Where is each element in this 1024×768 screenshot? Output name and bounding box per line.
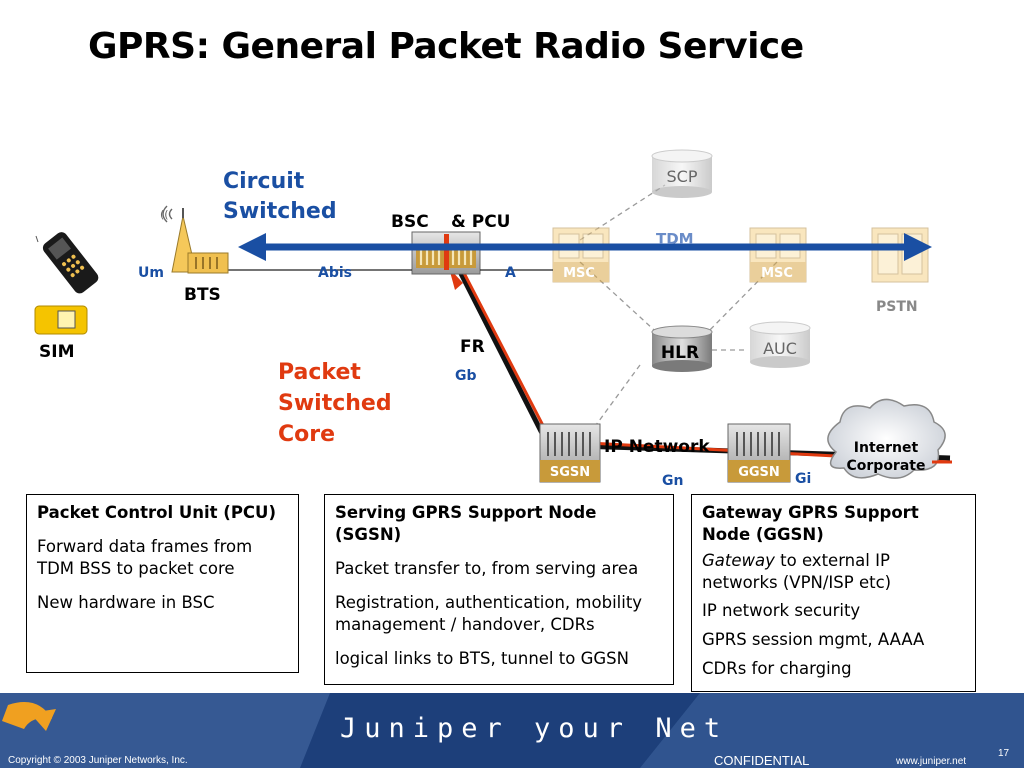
packet-label-line3: Core (278, 422, 335, 447)
footer-website: www.juniper.net (896, 756, 967, 767)
circuit-label-line2: Switched (223, 199, 337, 224)
ggsn-box-line: Gateway to external IP networks (VPN/ISP… (702, 550, 965, 594)
bsc-label: BSC (391, 212, 429, 232)
sgsn-box-line: Packet transfer to, from serving area (335, 559, 639, 578)
ggsn-box-title: Gateway GPRS Support Node (GGSN) (702, 503, 919, 544)
mobile-phone-icon (42, 232, 99, 294)
gn-label: Gn (662, 473, 683, 489)
ggsn-box-line: CDRs for charging (702, 659, 852, 678)
sgsn-node (539, 423, 601, 483)
bts-label: BTS (184, 285, 221, 305)
bts-tower (162, 205, 229, 274)
sim-label: SIM (39, 342, 75, 362)
msc-right (749, 227, 807, 283)
pcu-box-title: Packet Control Unit (PCU) (37, 503, 276, 522)
circuit-link (228, 233, 932, 271)
abis-label: Abis (318, 265, 352, 281)
packet-label-line2: Switched (278, 391, 392, 416)
sgsn-box-line: logical links to BTS, tunnel to GGSN (335, 649, 629, 668)
circuit-arrow-left (238, 233, 266, 261)
ggsn-label: GGSN (738, 465, 780, 480)
internet-cloud (827, 398, 946, 479)
bsc-rack (411, 231, 481, 275)
gprs-diagram: MSC MSC SCP HLR AUC (34, 149, 952, 489)
ggsn-info-box: Gateway GPRS Support Node (GGSN) Gateway… (691, 494, 976, 692)
pcu-box-line: New hardware in BSC (37, 593, 215, 612)
slide-title: GPRS: General Packet Radio Service (88, 26, 804, 67)
gb-label: Gb (455, 368, 477, 384)
gi-label: Gi (795, 471, 811, 487)
circuit-arrow-right (904, 233, 932, 261)
scp-database (651, 149, 713, 198)
ggsn-box-gateway-italic: Gateway (702, 551, 775, 570)
signalling-links (579, 184, 778, 441)
tdm-label: TDM (656, 230, 694, 248)
sgsn-box-title: Serving GPRS Support Node (SGSN) (335, 503, 597, 544)
cloud-line1: Internet (854, 440, 919, 456)
ggsn-node (727, 423, 791, 483)
um-label: Um (138, 265, 164, 281)
hlr-database (651, 325, 713, 372)
footer-brand: Juniper your Net (340, 713, 729, 744)
auc-database (749, 321, 811, 368)
hlr-label: HLR (661, 343, 699, 363)
page-number: 17 (998, 748, 1010, 759)
sgsn-label: SGSN (550, 465, 590, 480)
ggsn-box-line: GPRS session mgmt, AAAA (702, 630, 925, 649)
pstn-label: PSTN (876, 299, 918, 315)
scp-label: SCP (667, 167, 698, 186)
juniper-swoosh-icon (0, 693, 1024, 768)
sgsn-box-line: Registration, authentication, mobility m… (335, 593, 643, 634)
pstn-switch (871, 227, 929, 283)
a-label: A (505, 265, 516, 281)
sgsn-info-box: Serving GPRS Support Node (SGSN) Packet … (324, 494, 674, 685)
slide-footer: Juniper your Net Copyright © 2003 Junipe… (0, 693, 1024, 768)
antenna-signal-icon: (( (160, 208, 169, 221)
pcu-info-box: Packet Control Unit (PCU) Forward data f… (26, 494, 299, 673)
ggsn-box-line: IP network security (702, 601, 861, 620)
pcu-box-line: Forward data frames from TDM BSS to pack… (37, 537, 253, 578)
cloud-line2: Corporate (847, 458, 926, 474)
circuit-label-line1: Circuit (223, 169, 305, 194)
fr-label: FR (460, 337, 485, 357)
footer-copyright: Copyright © 2003 Juniper Networks, Inc. (8, 755, 188, 766)
msc-left-label: MSC (563, 266, 595, 281)
footer-confidential: CONFIDENTIAL (714, 753, 810, 768)
ip-network-label: IP Network (604, 437, 710, 457)
ggsn-box-gateway-rest: to external IP networks (VPN/ISP etc) (702, 551, 892, 592)
auc-label: AUC (763, 339, 797, 358)
sim-card-icon (34, 305, 88, 335)
msc-right-label: MSC (761, 266, 793, 281)
pcu-label: & PCU (451, 212, 510, 232)
packet-label-line1: Packet (278, 360, 361, 385)
